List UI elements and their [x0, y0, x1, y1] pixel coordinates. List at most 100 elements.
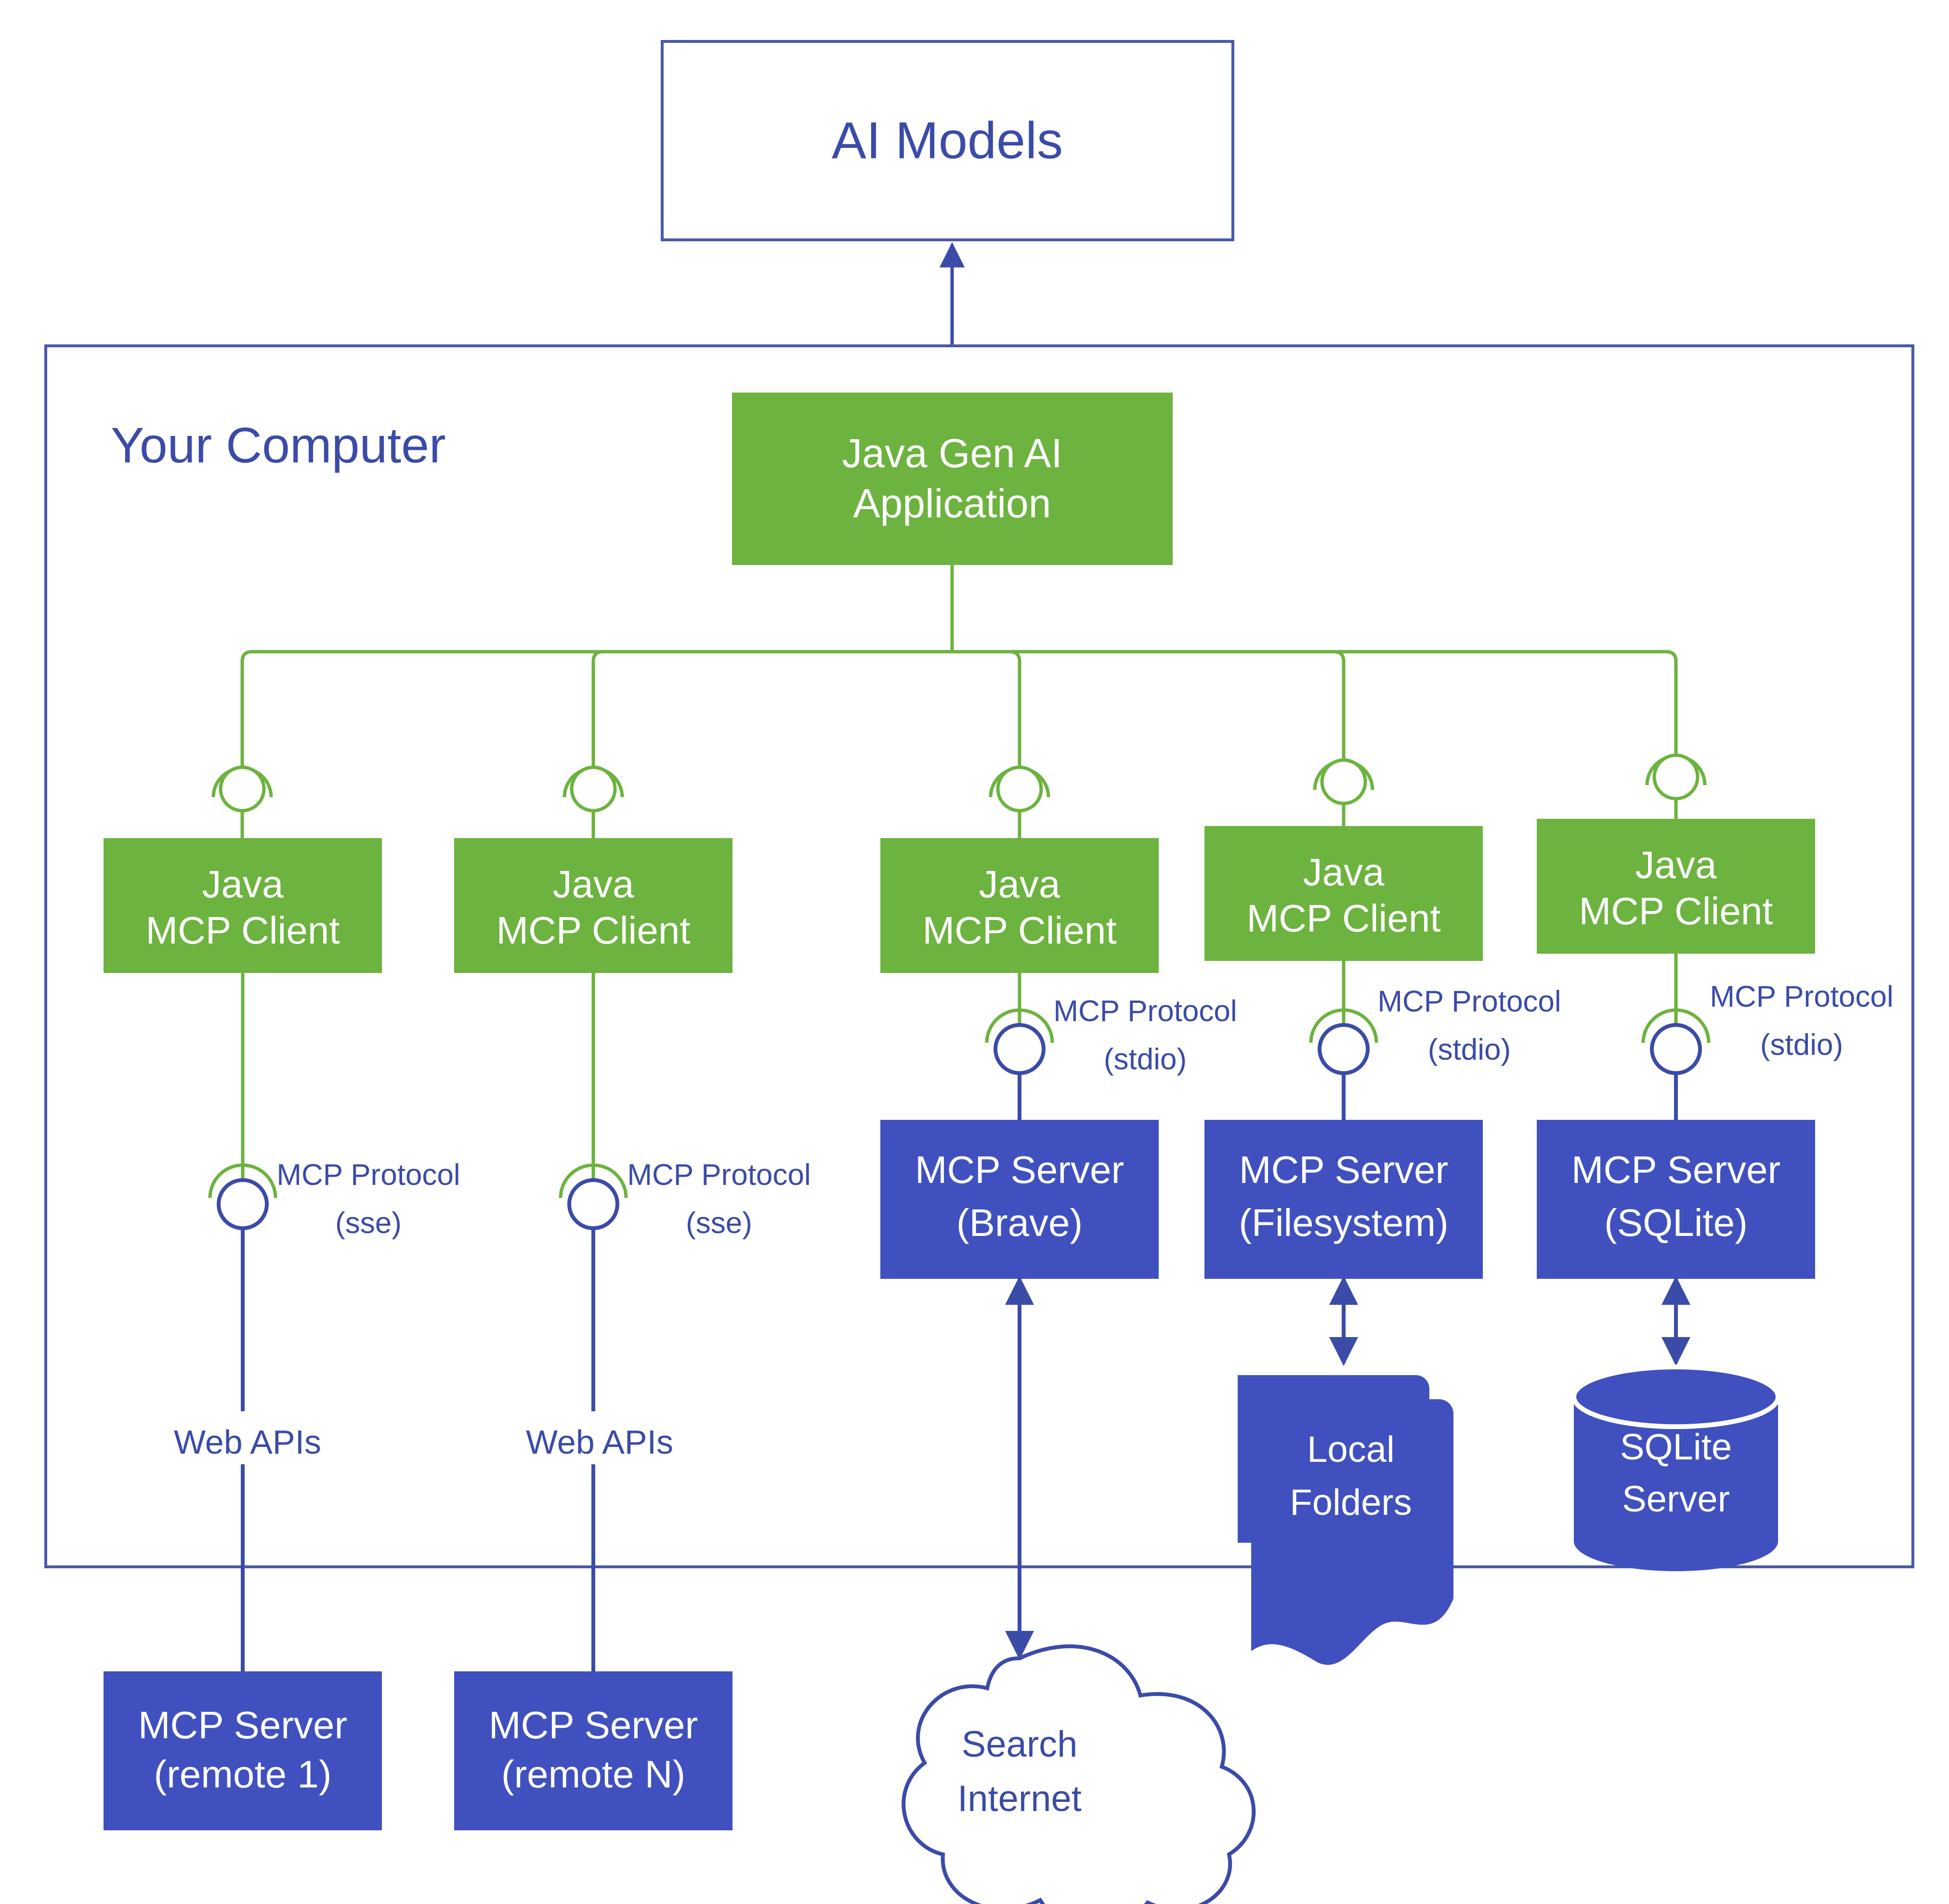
sqlite-server-node[interactable]: SQLite Server: [1571, 1365, 1781, 1571]
mcp-server-remote-n-line1: MCP Server: [489, 1704, 698, 1746]
java-mcp-client-line2: MCP Client: [1246, 897, 1440, 940]
ai-models-node[interactable]: AI Models: [661, 40, 1234, 241]
mcp-server-sqlite-box[interactable]: [1537, 1120, 1815, 1279]
java-mcp-client-line2: MCP Client: [145, 909, 340, 952]
cloud-icon: [902, 1644, 1256, 1904]
socket-arc-icon: [208, 1163, 277, 1198]
ball-icon: [1650, 1023, 1702, 1075]
web-apis-label-2: Web APIs: [526, 1423, 673, 1461]
column-5-links: MCP Protocol (stdio): [1641, 954, 1894, 1120]
cylinder-top-ellipse: [1571, 1365, 1781, 1429]
mcp-server-filesystem-node[interactable]: MCP Server (Filesystem): [1204, 1120, 1483, 1279]
mcp-server-brave-line1: MCP Server: [915, 1148, 1124, 1191]
java-mcp-client-line1: Java: [1635, 843, 1717, 886]
column-4-links: MCP Protocol (stdio): [1309, 961, 1561, 1120]
search-internet-line1: Search: [962, 1724, 1078, 1765]
java-mcp-client-2[interactable]: Java MCP Client: [454, 838, 733, 973]
folder-stack-icon: [1249, 1399, 1453, 1665]
java-mcp-client-1[interactable]: Java MCP Client: [104, 838, 382, 973]
socket-arc-icon: [1309, 1008, 1378, 1043]
java-mcp-client-5[interactable]: Java MCP Client: [1537, 819, 1815, 954]
proto-sse-2-line2: (sse): [686, 1207, 752, 1240]
java-mcp-client-line2: MCP Client: [496, 909, 690, 952]
local-folders-line2: Folders: [1290, 1482, 1412, 1523]
mcp-server-brave-box[interactable]: [880, 1120, 1159, 1279]
socket-arc-icon: [985, 1008, 1054, 1043]
proto-stdio-3-line2: (stdio): [1760, 1028, 1843, 1062]
java-gen-ai-application-line1: Java Gen AI: [842, 431, 1062, 476]
sqlite-server-line2: Server: [1622, 1479, 1730, 1520]
java-mcp-client-line1: Java: [1303, 851, 1385, 893]
mcp-server-sqlite-line2: (SQLite): [1604, 1201, 1748, 1244]
java-gen-ai-application-line2: Application: [853, 481, 1051, 526]
java-mcp-client-box[interactable]: [880, 838, 1159, 973]
ai-models-label: AI Models: [832, 111, 1063, 170]
java-mcp-client-line2: MCP Client: [1579, 890, 1773, 932]
local-folders-node[interactable]: Local Folders: [1238, 1375, 1453, 1665]
mcp-server-remote-n-line2: (remote N): [501, 1753, 685, 1796]
java-mcp-client-box[interactable]: [1204, 826, 1483, 961]
ball-icon: [994, 1023, 1046, 1075]
search-internet-line2: Internet: [957, 1778, 1082, 1819]
local-folders-line1: Local: [1307, 1429, 1395, 1470]
ball-icon: [217, 1178, 269, 1230]
java-mcp-client-box[interactable]: [1537, 819, 1815, 954]
socket-arc-icon: [1641, 1008, 1711, 1043]
mcp-server-filesystem-line1: MCP Server: [1239, 1148, 1448, 1191]
mcp-server-brave-node[interactable]: MCP Server (Brave): [880, 1120, 1159, 1279]
your-computer-title: Your Computer: [111, 418, 446, 473]
proto-stdio-1-line2: (stdio): [1104, 1043, 1187, 1076]
ball-icon: [1320, 758, 1367, 805]
proto-sse-1-line1: MCP Protocol: [276, 1158, 460, 1192]
proto-stdio-1-line1: MCP Protocol: [1053, 995, 1237, 1028]
green-connector-4: [1313, 758, 1374, 826]
java-mcp-client-line1: Java: [202, 863, 284, 906]
java-mcp-client-line1: Java: [553, 863, 634, 906]
tree-drop-3: [1009, 650, 1021, 768]
mcp-server-remote-1-box[interactable]: [104, 1671, 382, 1830]
java-mcp-client-line1: Java: [979, 863, 1060, 906]
ball-icon: [996, 765, 1043, 813]
ball-icon: [1652, 753, 1700, 801]
java-mcp-client-line2: MCP Client: [922, 909, 1116, 952]
client-distribution-tree: [240, 565, 1678, 768]
ai-models-box[interactable]: [661, 40, 1234, 241]
proto-sse-1-line2: (sse): [335, 1207, 402, 1240]
mcp-server-remote-n-node[interactable]: MCP Server (remote N): [454, 1671, 733, 1830]
green-connector-1: [211, 765, 273, 838]
ball-icon: [1318, 1023, 1370, 1075]
ball-icon: [567, 1178, 619, 1230]
label-backdrop: [501, 1411, 703, 1464]
mcp-server-remote-1-node[interactable]: MCP Server (remote 1): [104, 1671, 382, 1830]
search-internet-cloud[interactable]: Search Internet: [902, 1644, 1256, 1904]
mcp-server-filesystem-line2: (Filesystem): [1239, 1201, 1449, 1244]
tree-drop-4: [1334, 650, 1346, 768]
java-mcp-client-box[interactable]: [104, 838, 382, 973]
proto-stdio-3-line1: MCP Protocol: [1710, 980, 1893, 1013]
column-3-links: MCP Protocol (stdio): [985, 973, 1237, 1120]
green-connector-2: [562, 765, 624, 838]
mcp-server-filesystem-box[interactable]: [1204, 1120, 1483, 1279]
ball-icon: [219, 765, 266, 813]
web-apis-label-1: Web APIs: [174, 1423, 321, 1461]
java-mcp-client-box[interactable]: [454, 838, 733, 973]
ball-icon: [570, 765, 617, 813]
column-1-links: MCP Protocol (sse) Web APIs: [149, 973, 460, 1671]
mcp-server-sqlite-line1: MCP Server: [1571, 1148, 1780, 1191]
green-connector-3: [989, 765, 1050, 838]
mcp-server-remote-1-line1: MCP Server: [138, 1704, 347, 1746]
proto-sse-2-line1: MCP Protocol: [627, 1158, 811, 1192]
mcp-server-brave-line2: (Brave): [956, 1201, 1083, 1244]
mcp-server-remote-n-box[interactable]: [454, 1671, 733, 1830]
java-gen-ai-application-node[interactable]: Java Gen AI Application: [732, 393, 1173, 565]
column-2-links: MCP Protocol (sse) Web APIs: [501, 973, 811, 1671]
green-connector-5: [1645, 753, 1707, 819]
sqlite-server-line1: SQLite: [1620, 1427, 1732, 1468]
tree-drop-2: [591, 650, 603, 768]
java-gen-ai-application-box[interactable]: [732, 393, 1173, 565]
java-mcp-client-4[interactable]: Java MCP Client: [1204, 826, 1483, 961]
mcp-server-sqlite-node[interactable]: MCP Server (SQLite): [1537, 1120, 1815, 1279]
proto-stdio-2-line2: (stdio): [1428, 1033, 1511, 1066]
java-mcp-client-3[interactable]: Java MCP Client: [880, 838, 1159, 973]
